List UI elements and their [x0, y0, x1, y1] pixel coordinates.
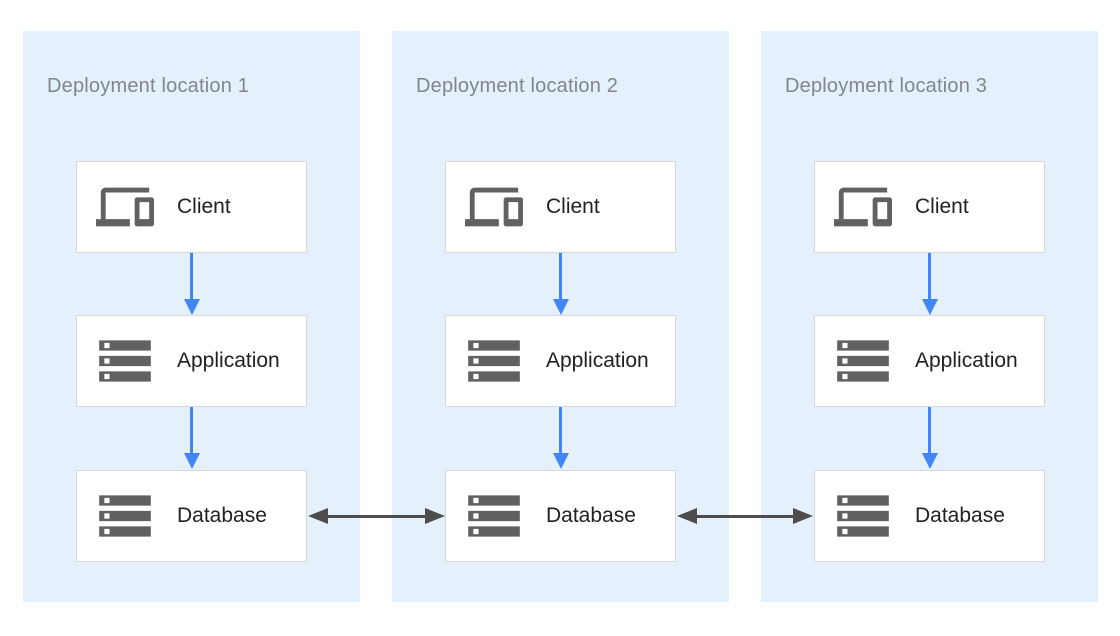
client-node: Client	[445, 161, 676, 253]
storage-icon	[832, 330, 894, 392]
client-to-application-arrow	[183, 253, 200, 315]
node-label: Application	[546, 349, 649, 372]
zone-title: Deployment location 2	[416, 75, 619, 97]
arrowhead-left-icon	[677, 508, 697, 524]
database-sync-arrow-1-2	[308, 508, 445, 524]
deployment-zone-1: Deployment location 1 Client Application…	[23, 31, 360, 602]
node-label: Application	[915, 349, 1018, 372]
client-to-application-arrow	[921, 253, 938, 315]
application-to-database-arrow	[183, 407, 200, 469]
node-label: Database	[546, 504, 636, 527]
database-node: Database	[76, 470, 307, 562]
application-node: Application	[76, 315, 307, 407]
database-node: Database	[814, 470, 1045, 562]
storage-icon	[94, 330, 156, 392]
arrowhead-left-icon	[308, 508, 328, 524]
zone-title: Deployment location 1	[47, 75, 250, 97]
application-node: Application	[445, 315, 676, 407]
application-to-database-arrow	[921, 407, 938, 469]
deployment-zone-2: Deployment location 2 Client Application…	[392, 31, 729, 602]
node-label: Database	[177, 504, 267, 527]
storage-icon	[463, 330, 525, 392]
storage-icon	[94, 485, 156, 547]
devices-icon	[463, 178, 525, 236]
node-label: Client	[915, 195, 969, 218]
node-label: Client	[546, 195, 600, 218]
node-label: Client	[177, 195, 231, 218]
node-label: Application	[177, 349, 280, 372]
database-node: Database	[445, 470, 676, 562]
devices-icon	[94, 178, 156, 236]
client-node: Client	[76, 161, 307, 253]
arrowhead-right-icon	[793, 508, 813, 524]
database-sync-arrow-2-3	[677, 508, 813, 524]
arrowhead-right-icon	[425, 508, 445, 524]
application-node: Application	[814, 315, 1045, 407]
client-node: Client	[814, 161, 1045, 253]
zone-title: Deployment location 3	[785, 75, 988, 97]
storage-icon	[463, 485, 525, 547]
devices-icon	[832, 178, 894, 236]
application-to-database-arrow	[552, 407, 569, 469]
client-to-application-arrow	[552, 253, 569, 315]
node-label: Database	[915, 504, 1005, 527]
deployment-zone-3: Deployment location 3 Client Application…	[761, 31, 1098, 602]
storage-icon	[832, 485, 894, 547]
